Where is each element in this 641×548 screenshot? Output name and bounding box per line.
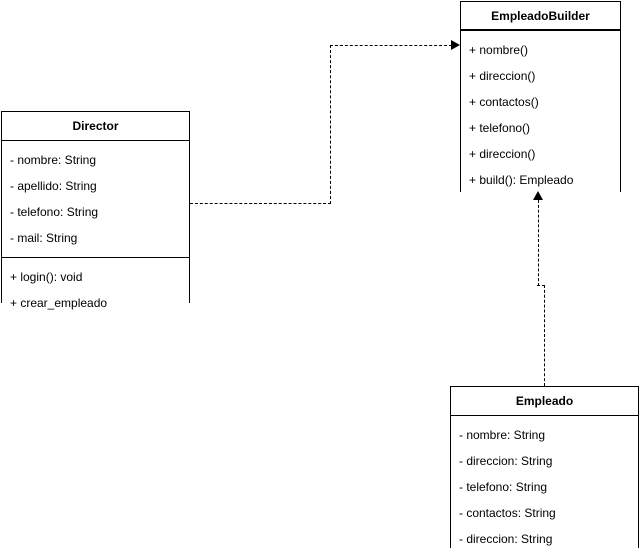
arrowhead-empleado-to-builder bbox=[533, 191, 543, 200]
class-member: - nombre: String bbox=[459, 428, 546, 442]
class-member: - contactos: String bbox=[459, 506, 556, 520]
class-section-methods-director: + login(): void + crear_empleado bbox=[2, 257, 189, 322]
class-member: - direccion: String bbox=[459, 532, 553, 546]
class-member: + direccion() bbox=[469, 147, 536, 161]
edge-empleado-to-builder-jog bbox=[537, 285, 545, 286]
edge-director-to-builder-segment-horizontal-upper bbox=[330, 45, 452, 46]
class-title-director: Director bbox=[2, 112, 189, 141]
edge-director-to-builder-segment-vertical bbox=[330, 45, 331, 204]
class-member: + direccion() bbox=[469, 69, 536, 83]
class-member: + crear_empleado bbox=[10, 296, 108, 310]
class-member: - nombre: String bbox=[10, 153, 97, 167]
class-section-attributes-director: - nombre: String - apellido: String - te… bbox=[2, 141, 189, 257]
class-member: - telefono: String bbox=[10, 205, 99, 219]
class-member: - mail: String bbox=[10, 231, 78, 245]
edge-empleado-to-builder-segment-vertical-upper bbox=[538, 200, 539, 286]
edge-empleado-to-builder-segment-vertical-lower bbox=[544, 285, 545, 386]
class-member: - telefono: String bbox=[459, 480, 548, 494]
class-member: - apellido: String bbox=[10, 179, 97, 193]
class-member: + nombre() bbox=[469, 43, 529, 57]
class-section-methods-empleado-builder: + nombre() + direccion() + contactos() +… bbox=[461, 31, 620, 199]
class-member: + contactos() bbox=[469, 95, 539, 109]
edge-director-to-builder-segment-horizontal-lower bbox=[190, 203, 331, 204]
arrowhead-director-to-builder bbox=[451, 40, 460, 50]
class-member: + telefono() bbox=[469, 121, 531, 135]
class-member: + login(): void bbox=[10, 270, 83, 284]
class-section-attributes-empleado: - nombre: String - direccion: String - t… bbox=[451, 416, 638, 548]
class-box-empleado[interactable]: Empleado - nombre: String - direccion: S… bbox=[450, 386, 639, 548]
class-member: + build(): Empleado bbox=[469, 173, 574, 187]
class-box-director[interactable]: Director - nombre: String - apellido: St… bbox=[1, 111, 190, 322]
class-box-empleado-builder[interactable]: EmpleadoBuilder + nombre() + direccion()… bbox=[460, 1, 621, 199]
class-title-empleado: Empleado bbox=[451, 387, 638, 416]
class-title-empleado-builder: EmpleadoBuilder bbox=[461, 2, 620, 31]
class-member: - direccion: String bbox=[459, 454, 553, 468]
